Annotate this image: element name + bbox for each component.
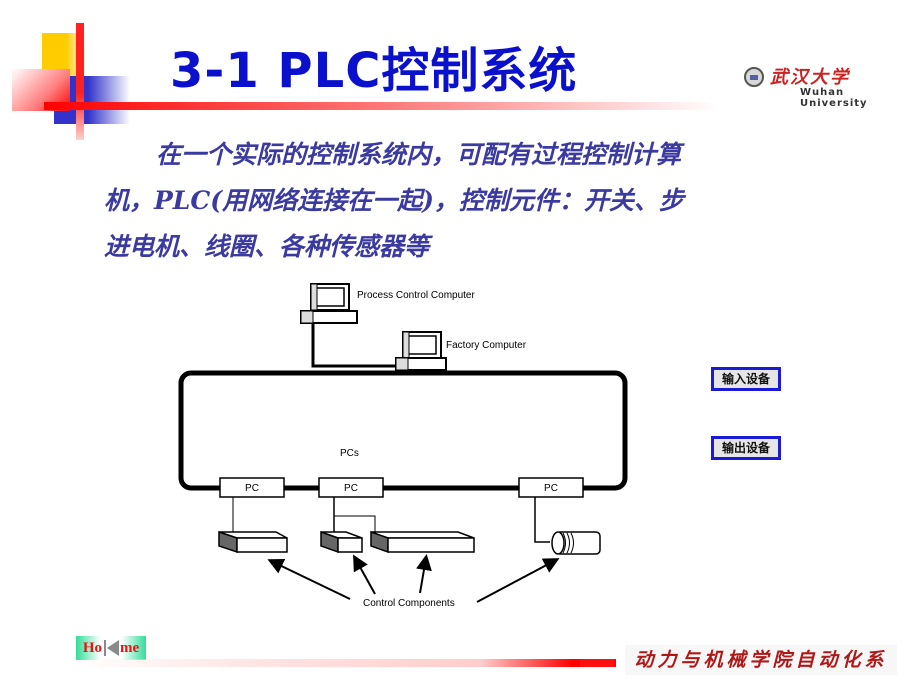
page-title: 3-1 PLC控制系统 (170, 43, 578, 99)
svg-text:PC: PC (245, 483, 259, 494)
footer-red-bar (580, 659, 614, 667)
factory-computer-icon (395, 331, 447, 371)
body-paragraph: 在一个实际的控制系统内，可配有过程控制计算 机，PLC(用网络连接在一起)，控制… (104, 132, 816, 270)
control-component-1 (218, 530, 288, 554)
svg-text:PC: PC (544, 483, 558, 494)
output-device-button[interactable]: 输出设备 (711, 436, 781, 460)
pc-node-2: PC (318, 477, 384, 498)
home-label-right: me (120, 639, 140, 656)
back-arrow-icon (107, 640, 119, 656)
university-logo: 武汉大学 Wuhan University (744, 63, 904, 109)
network-ring (178, 370, 628, 491)
university-name-cn: 武汉大学 (770, 67, 850, 88)
university-seal-icon (744, 67, 764, 87)
pc-node-3: PC (518, 477, 584, 498)
home-label-left: Ho (82, 639, 102, 656)
paragraph-line-3: 进电机、线圈、各种传感器等 (104, 232, 430, 261)
control-component-3 (370, 530, 475, 554)
home-bar-icon (104, 640, 106, 656)
paragraph-line-1: 在一个实际的控制系统内，可配有过程控制计算 (156, 140, 682, 169)
plc-network-diagram: Process Control Computer Factory Compute… (170, 280, 650, 620)
network-label: PCs (340, 448, 359, 459)
decor-vertical-line (76, 23, 84, 140)
university-name-en: Wuhan University (800, 87, 868, 109)
control-components-label: Control Components (363, 598, 455, 609)
process-computer-icon (300, 283, 358, 324)
factory-computer-label: Factory Computer (446, 340, 527, 351)
svg-text:PC: PC (344, 483, 358, 494)
motor-coil-icon (551, 531, 601, 555)
pc-node-1: PC (219, 477, 285, 498)
title-underline (44, 102, 720, 110)
paragraph-line-2: 机，PLC(用网络连接在一起)，控制元件：开关、步 (104, 186, 684, 215)
input-device-button[interactable]: 输入设备 (711, 367, 781, 391)
control-component-2 (320, 530, 363, 554)
college-name: 动力与机械学院自动化系 (625, 645, 897, 675)
home-button[interactable]: Ho me (76, 636, 146, 660)
footer-gradient-line (76, 659, 616, 667)
process-computer-label: Process Control Computer (357, 290, 475, 301)
